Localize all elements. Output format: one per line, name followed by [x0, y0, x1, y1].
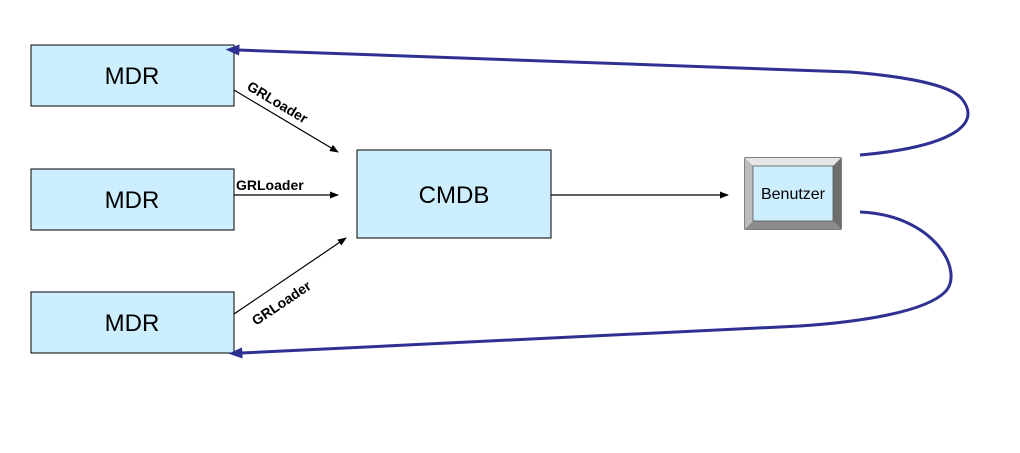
mdr-node-top: MDR	[30, 44, 235, 107]
loader-arrow-bottom	[233, 237, 347, 315]
loader-arrow-top	[233, 89, 339, 153]
loader-label-middle: GRLoader	[236, 177, 304, 193]
loader-label-bottom: GRLoader	[249, 277, 315, 328]
feedback-arrow-top	[225, 44, 970, 157]
mdr-node-middle: MDR	[30, 168, 235, 231]
cmdb-label: CMDB	[419, 182, 490, 209]
mdr-bottom-label: MDR	[105, 310, 160, 337]
mdr-node-bottom: MDR	[30, 291, 235, 354]
user-node: Benutzer	[744, 157, 842, 230]
feedback-arrow-bottom	[228, 210, 953, 359]
user-label: Benutzer	[761, 186, 826, 203]
mdr-middle-label: MDR	[105, 187, 160, 214]
mdr-top-label: MDR	[105, 63, 160, 90]
cmdb-node: CMDB	[356, 149, 552, 239]
